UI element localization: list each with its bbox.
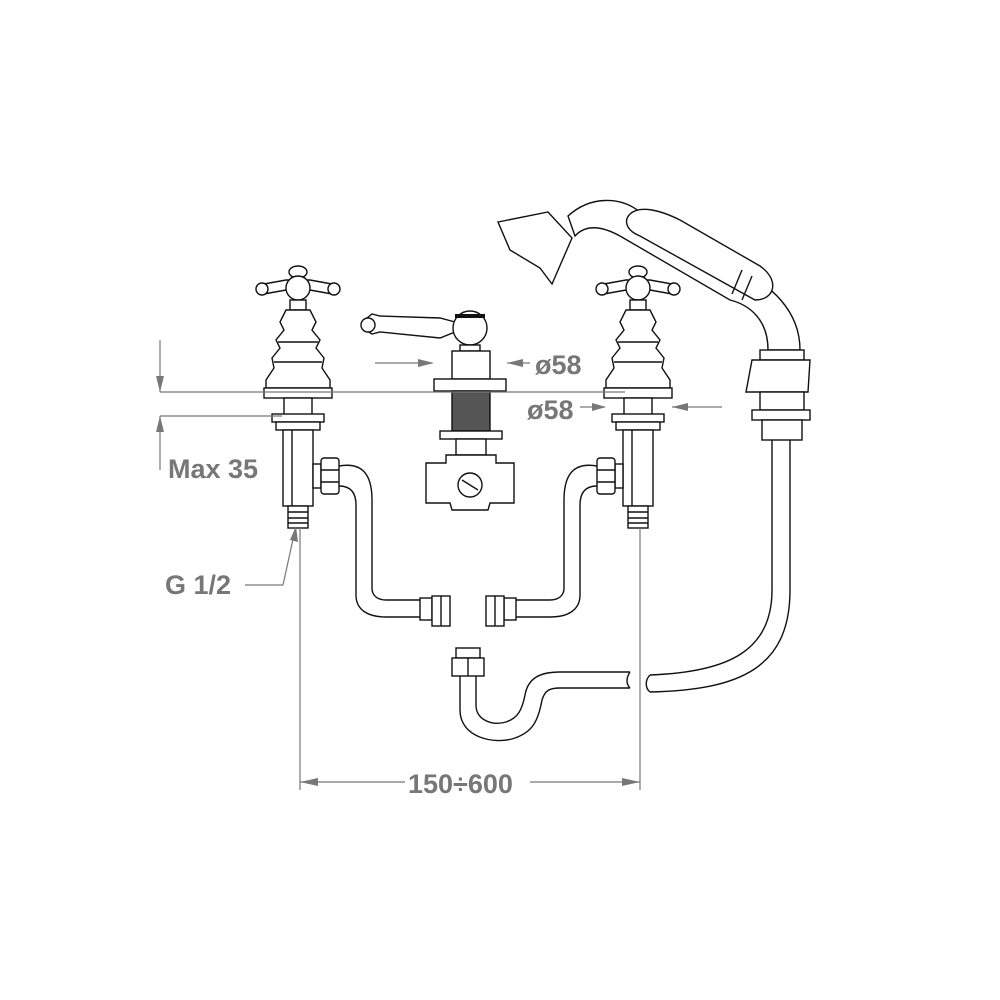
right-supply-pipe — [485, 464, 598, 627]
valve-diameter-label: ø58 — [527, 395, 574, 425]
spacing-label: 150÷600 — [408, 769, 513, 799]
right-outlet-nut — [596, 457, 624, 495]
center-lever-mixer — [360, 310, 515, 511]
thread-label: G 1/2 — [165, 570, 231, 600]
hand-shower — [497, 199, 811, 693]
outlet-s-pipe — [451, 647, 631, 742]
max-thickness-label: Max 35 — [168, 454, 258, 484]
left-outlet-nut — [312, 457, 340, 495]
left-supply-pipe — [338, 464, 451, 627]
dimension-lines — [156, 340, 722, 790]
spout-diameter-label: ø58 — [535, 350, 582, 380]
